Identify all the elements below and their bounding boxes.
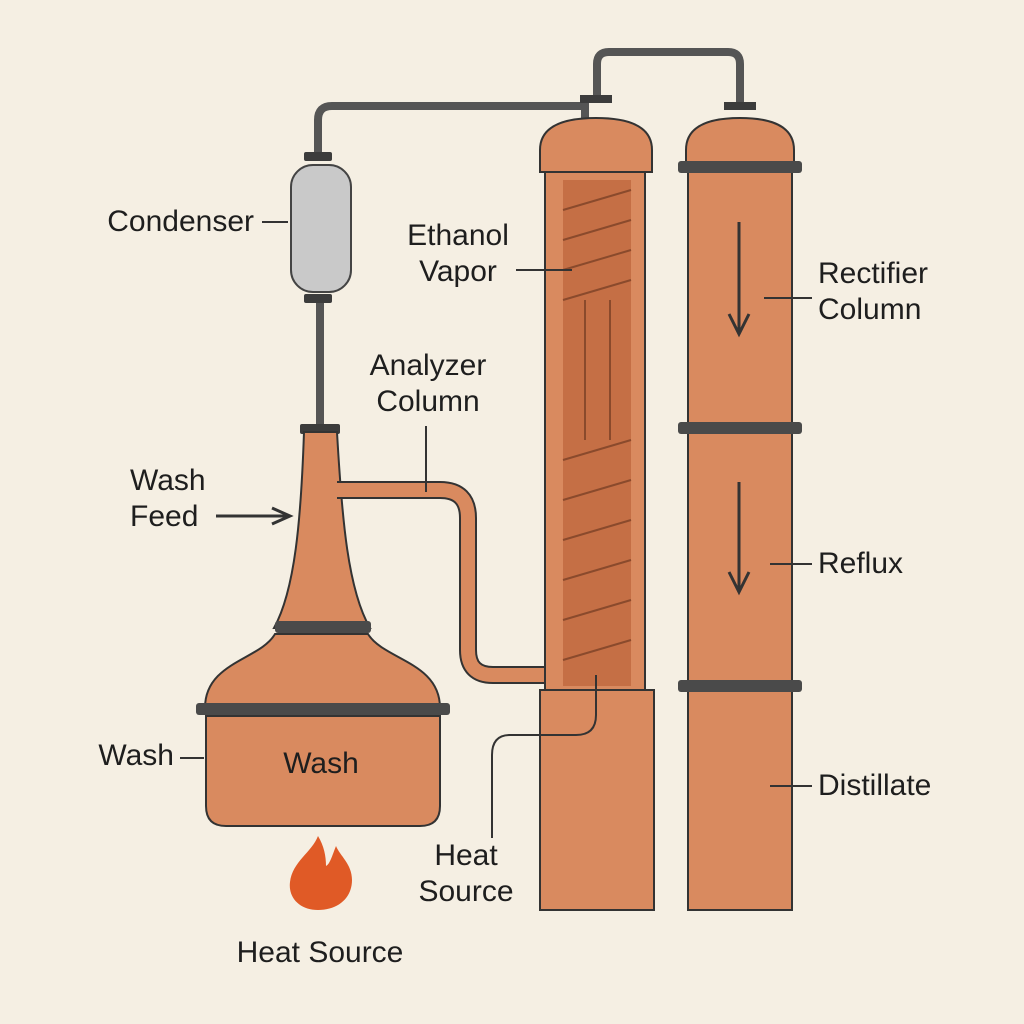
vapor-pipe [314, 102, 589, 158]
wash-pot-label: Wash [283, 747, 359, 780]
down-arrow-icon [727, 482, 751, 596]
reflux-label: Reflux [818, 547, 904, 580]
wash-pot [205, 715, 441, 827]
analyzer-top-cap [539, 116, 653, 173]
right-arrow-icon [216, 506, 294, 526]
down-arrow-icon [727, 222, 751, 338]
distillate-label: Distillate [818, 769, 932, 802]
heat-source-leader [491, 675, 597, 838]
flame-icon [289, 836, 352, 910]
rectifier-top-cap [685, 116, 795, 167]
analyzer-base [539, 689, 655, 911]
pot-still-neck [272, 431, 372, 629]
condenser-label: Condenser [107, 205, 254, 238]
top-connector-pipe [593, 48, 744, 108]
heat-source-label: Heat Source [236, 936, 404, 969]
analyzer-trays [562, 189, 632, 661]
wash-side-label: Wash [98, 739, 174, 772]
condenser-vessel [290, 164, 352, 293]
pot-still-shoulder [203, 633, 442, 709]
